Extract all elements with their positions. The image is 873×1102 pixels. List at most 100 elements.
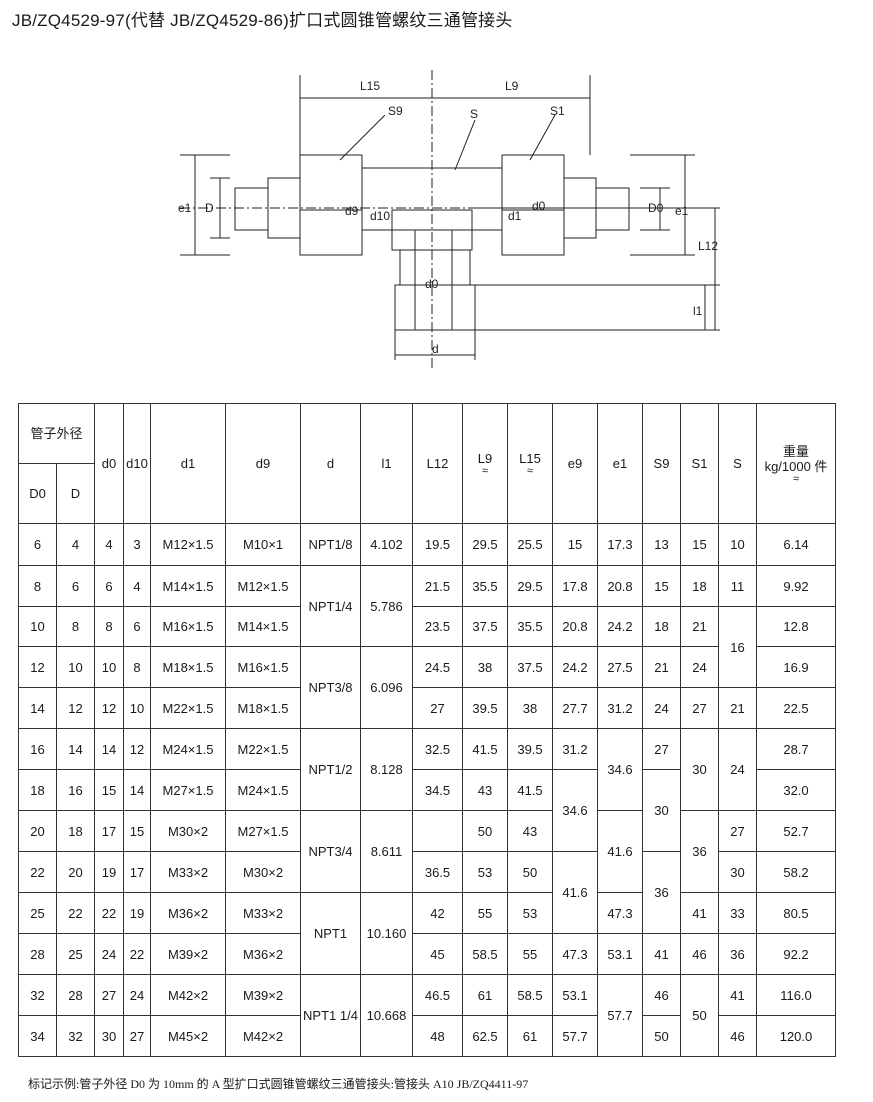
cell-d: 16 [56,769,95,811]
cell-d1: M27×1.5 [150,769,226,811]
cell-d9: M30×2 [225,851,301,893]
cell-d: 6 [56,565,95,607]
cell-weight: 116.0 [756,974,836,1016]
cell-d0: 27 [94,974,124,1016]
cell-d0: 34 [18,1015,57,1057]
cell-d9: M22×1.5 [225,728,301,770]
cell-d9: M16×1.5 [225,646,301,688]
cell-s: 16 [718,606,757,688]
cell-e1: 57.7 [597,974,643,1057]
cell-l12: 34.5 [412,769,463,811]
cell-l15: 35.5 [507,606,553,647]
header-S1: S1 [680,403,719,524]
cell-s: 24 [718,728,757,811]
cell-d1: M18×1.5 [150,646,226,688]
cell-s: 21 [718,687,757,729]
cell-d10: 4 [123,565,151,607]
cell-d10: 15 [123,810,151,852]
cell-d0: 22 [94,892,124,934]
cell-d10: 17 [123,851,151,893]
cell-l15: 29.5 [507,565,553,607]
cell-l15: 37.5 [507,646,553,688]
cell-s: 41 [718,974,757,1016]
cell-d: 28 [56,974,95,1016]
cell-d: 22 [56,892,95,934]
cell-l9: 39.5 [462,687,508,729]
cell-d10: 22 [123,933,151,975]
cell-l9: 37.5 [462,606,508,647]
header-S9: S9 [642,403,681,524]
cell-d9: M36×2 [225,933,301,975]
cell-d9: M27×1.5 [225,810,301,852]
cell-e9: 53.1 [552,974,598,1016]
cell-l12: 36.5 [412,851,463,893]
cell-e9: 57.7 [552,1015,598,1057]
cell-d: NPT1/2 [300,728,361,811]
cell-e1: 27.5 [597,646,643,688]
cell-l12: 27 [412,687,463,729]
cell-weight: 22.5 [756,687,836,729]
cell-d: 12 [56,687,95,729]
label-d0-right: d0 [532,199,546,213]
cell-l9: 62.5 [462,1015,508,1057]
cell-d0: 16 [18,728,57,770]
cell-d1: M39×2 [150,933,226,975]
cell-d0: 15 [94,769,124,811]
cell-l9: 35.5 [462,565,508,607]
cell-s9: 18 [642,606,681,647]
cell-l9: 29.5 [462,523,508,566]
cell-e9: 41.6 [552,851,598,934]
cell-d: 32 [56,1015,95,1057]
label-d1: d1 [508,209,522,223]
label-S1: S1 [550,104,565,118]
cell-weight: 120.0 [756,1015,836,1057]
cell-d: NPT1 1/4 [300,974,361,1057]
cell-l1: 10.668 [360,974,413,1057]
cell-e9: 20.8 [552,606,598,647]
cell-d0: 4 [94,523,124,566]
cell-s9: 15 [642,565,681,607]
cell-e1: 41.6 [597,810,643,893]
header-l1: l1 [360,403,413,524]
cell-d9: M24×1.5 [225,769,301,811]
cell-l15: 53 [507,892,553,934]
cell-d1: M22×1.5 [150,687,226,729]
cell-weight: 92.2 [756,933,836,975]
cell-l9: 41.5 [462,728,508,770]
cell-l15: 61 [507,1015,553,1057]
cell-d: 14 [56,728,95,770]
header-L15: L15≈ [507,403,553,524]
cell-s9: 21 [642,646,681,688]
cell-d10: 14 [123,769,151,811]
cell-s9: 27 [642,728,681,770]
cell-s1: 46 [680,933,719,975]
cell-d0: 6 [18,523,57,566]
cell-e9: 24.2 [552,646,598,688]
cell-d0: 20 [18,810,57,852]
cell-l12: 23.5 [412,606,463,647]
cell-d1: M16×1.5 [150,606,226,647]
cell-e9: 15 [552,523,598,566]
cell-d0: 30 [94,1015,124,1057]
cell-l12: 48 [412,1015,463,1057]
label-d: d [432,342,439,356]
cell-d1: M36×2 [150,892,226,934]
cell-e1: 24.2 [597,606,643,647]
cell-l9: 43 [462,769,508,811]
cell-l9: 38 [462,646,508,688]
cell-e1: 47.3 [597,892,643,934]
label-L12: L12 [698,239,718,253]
cell-s: 11 [718,565,757,607]
cell-e9: 34.6 [552,769,598,852]
cell-s9: 50 [642,1015,681,1057]
header-pipe-od: 管子外径 [18,403,95,464]
cell-d1: M33×2 [150,851,226,893]
footnote: 标记示例:管子外径 D0 为 10mm 的 A 型扩口式圆锥管螺纹三通管接头:管… [28,1077,529,1091]
cell-l9: 50 [462,810,508,852]
